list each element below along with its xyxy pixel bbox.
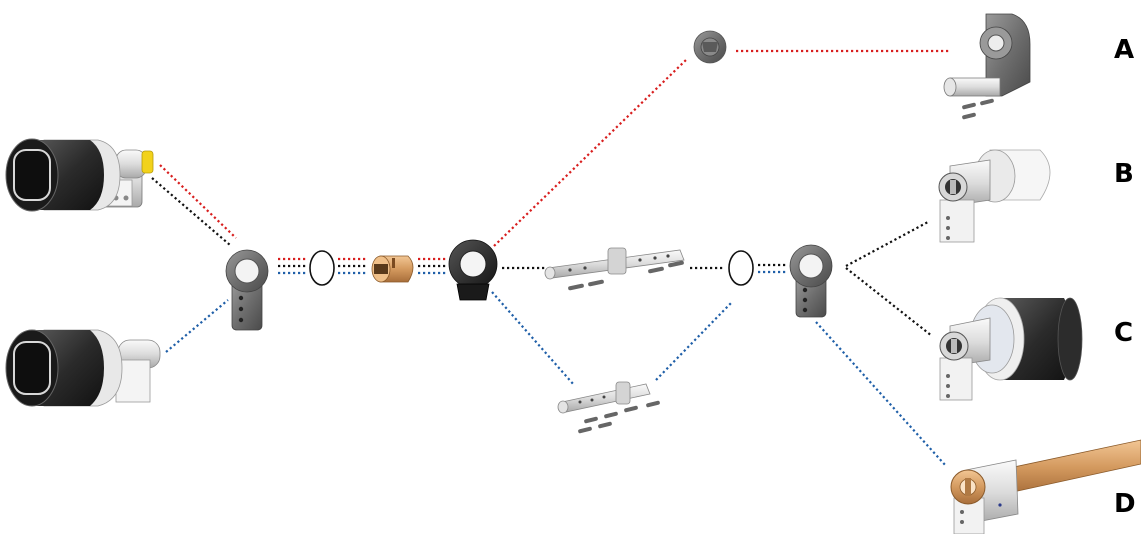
brass-sleeve-icon	[371, 255, 414, 283]
blue-path-line	[815, 321, 947, 467]
blue-path-line	[491, 291, 575, 386]
red-path-line	[493, 59, 687, 247]
cam-wheel-icon	[693, 30, 727, 64]
black-path-line	[845, 267, 933, 337]
o-ring-icon	[309, 250, 335, 286]
smart-knob-icon	[5, 329, 161, 407]
spindle-pins-icon	[557, 381, 660, 434]
black-path-line	[845, 221, 929, 267]
dark-ring-bracket-icon	[448, 239, 498, 301]
variant-label-d: D	[1114, 489, 1136, 519]
cylinder-housing-icon	[789, 244, 833, 318]
blue-path-line	[655, 301, 733, 381]
variant-label-b: B	[1114, 159, 1134, 189]
red-path-line	[159, 164, 237, 239]
spindle-pins-icon	[544, 247, 685, 291]
cylinder-housing-icon	[225, 249, 269, 331]
black-path-line	[151, 177, 231, 246]
knob-cylinder-icon	[939, 297, 1083, 401]
blue-path-line	[165, 299, 229, 353]
thumbturn-icon	[943, 13, 1031, 120]
connector-lines	[151, 49, 950, 467]
o-ring-icon	[728, 250, 754, 286]
variant-label-a: A	[1114, 35, 1135, 65]
extended-rod-cylinder-icon	[950, 439, 1141, 534]
cylinder-icon	[938, 149, 1051, 243]
smart-knob-icon	[5, 138, 154, 212]
variant-label-c: C	[1114, 318, 1134, 348]
